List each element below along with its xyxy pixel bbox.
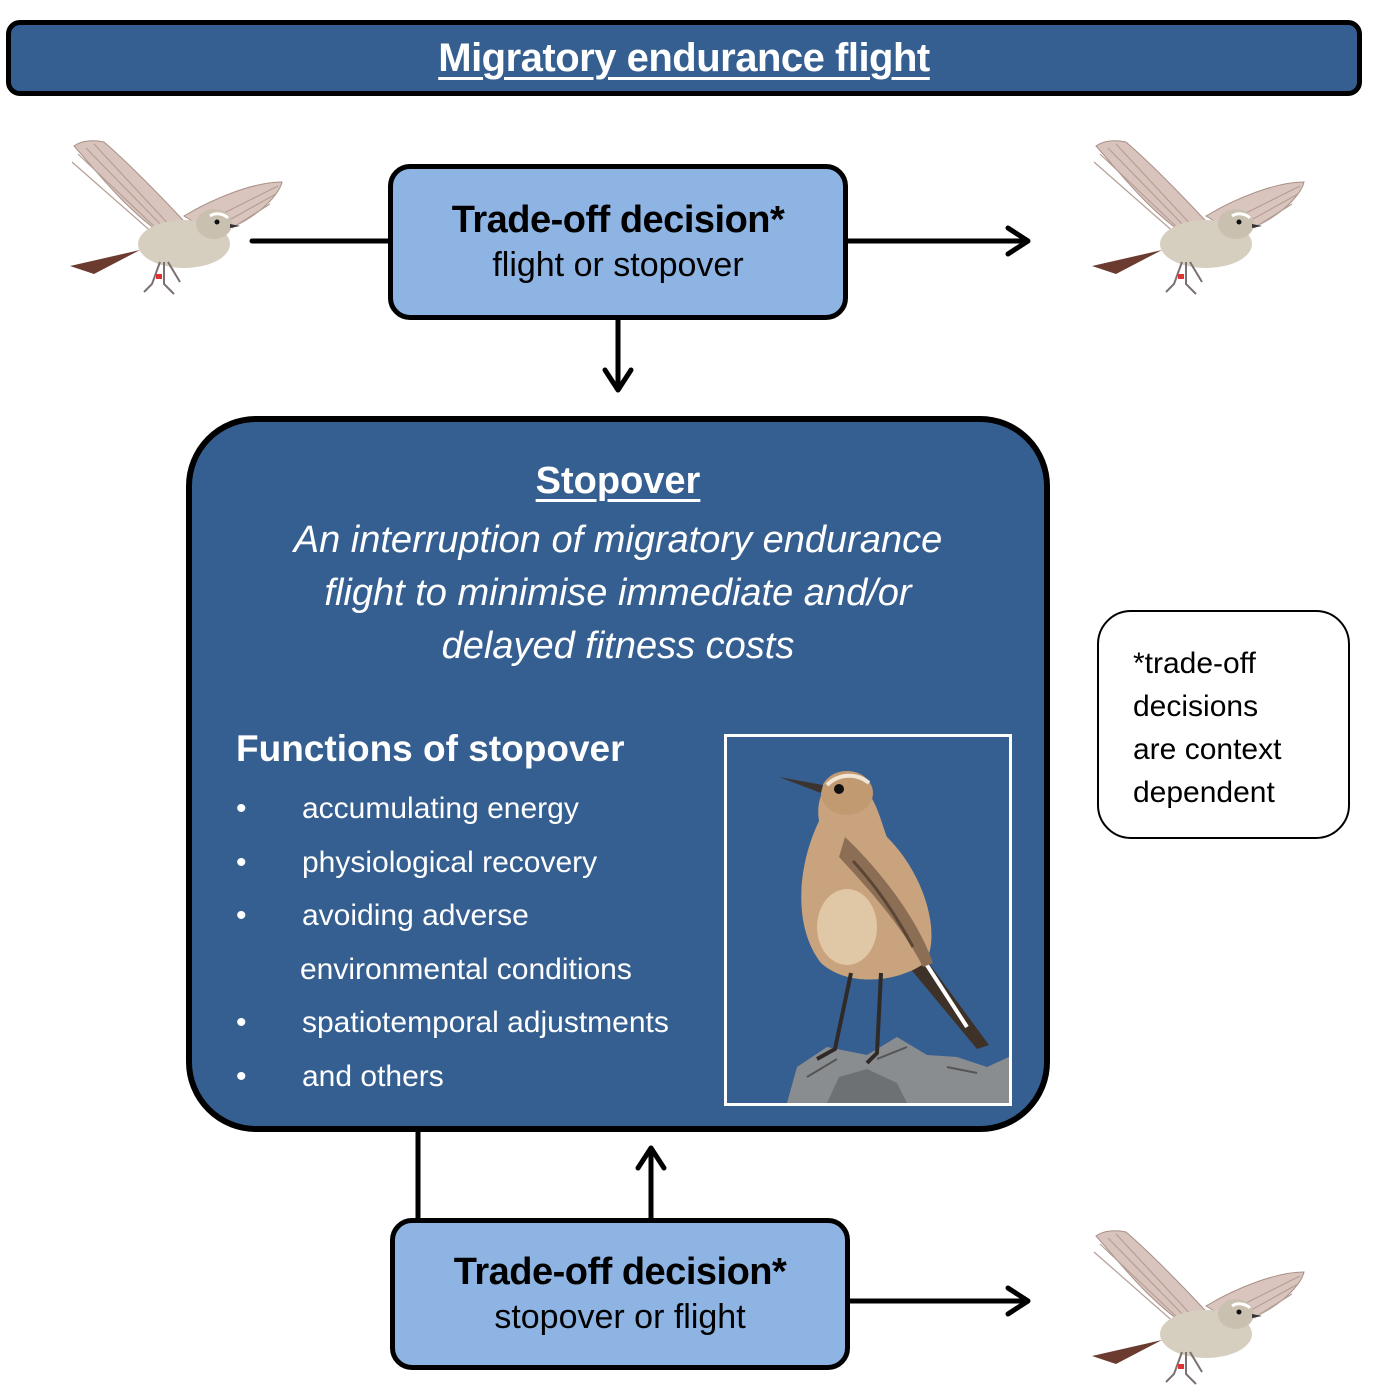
arrow-out-top (845, 225, 1031, 257)
flying-bird-icon-right-bottom (1092, 1230, 1305, 1385)
banner-title: Migratory endurance flight (438, 35, 930, 80)
footnote-text: *trade-off decisions are context depende… (1133, 642, 1281, 814)
functions-title: Functions of stopover (236, 728, 625, 769)
stopover-title: Stopover (535, 460, 701, 502)
function-item: •spatiotemporal adjustments (232, 996, 669, 1050)
title-banner: Migratory endurance flight (6, 20, 1362, 96)
flying-bird-icon-right-top (1092, 140, 1305, 295)
stopover-box: Stopover An interruption of migratory en… (186, 416, 1050, 1132)
flying-bird-icon-left (70, 140, 283, 295)
bullet-icon: • (236, 845, 247, 879)
arrow-down-to-stopover (602, 317, 634, 393)
function-item: •and others (232, 1050, 669, 1104)
decision-top-subtitle: flight or stopover (492, 246, 744, 284)
decision-box-top: Trade-off decision* flight or stopover (388, 164, 848, 320)
definition-line: delayed fitness costs (441, 625, 795, 667)
bullet-icon: • (236, 899, 247, 932)
function-item: •physiological recovery (232, 836, 669, 890)
decision-bottom-subtitle: stopover or flight (494, 1298, 746, 1336)
footnote-box: *trade-off decisions are context depende… (1097, 610, 1350, 839)
decision-top-title: Trade-off decision* (451, 199, 785, 241)
definition-line: An interruption of migratory endurance (293, 519, 943, 561)
functions-list: •accumulating energy •physiological reco… (232, 782, 669, 1103)
function-item: •accumulating energy (232, 782, 669, 836)
bullet-icon: • (236, 792, 247, 825)
perched-bird-photo (724, 734, 1012, 1106)
function-item-continuation: environmental conditions (300, 952, 632, 986)
footnote-line: decisions (1133, 690, 1259, 723)
arrow-up-to-stopover (635, 1145, 667, 1221)
function-item: •avoiding adverse (232, 889, 669, 943)
footnote-line: *trade-off (1133, 647, 1256, 680)
decision-box-bottom: Trade-off decision* stopover or flight (390, 1218, 850, 1370)
bullet-icon: • (236, 1059, 247, 1093)
definition-line: flight to minimise immediate and/or (324, 572, 912, 614)
arrow-out-bottom (847, 1285, 1031, 1317)
decision-bottom-title: Trade-off decision* (453, 1251, 787, 1293)
footnote-line: dependent (1133, 776, 1275, 809)
stopover-definition: An interruption of migratory endurance f… (212, 514, 1024, 673)
bullet-icon: • (236, 1006, 247, 1039)
footnote-line: are context (1133, 733, 1282, 766)
perched-bird-icon (779, 771, 1009, 1103)
